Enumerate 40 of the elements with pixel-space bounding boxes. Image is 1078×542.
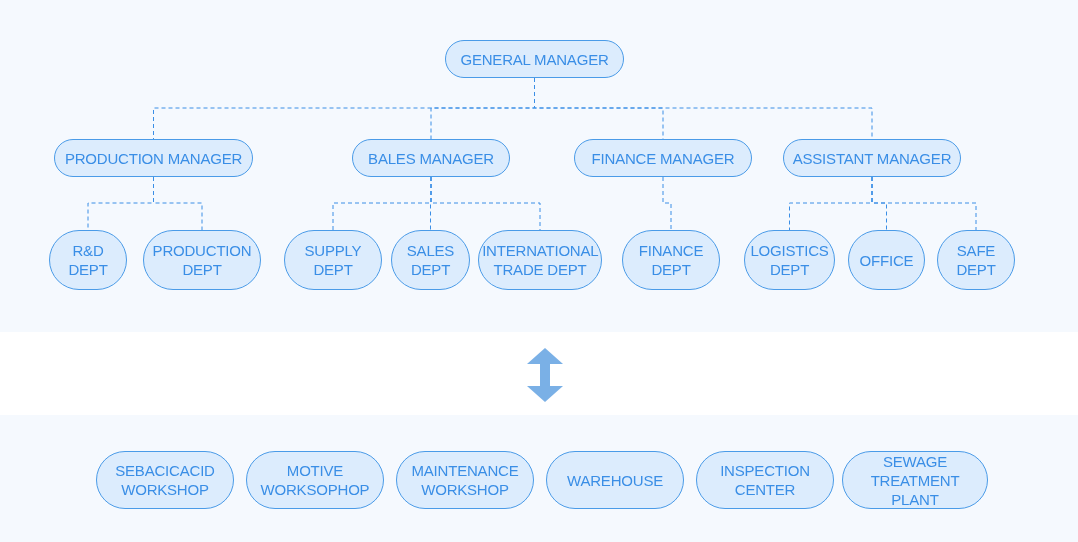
connector-line	[871, 176, 977, 231]
unit-name: BALES MANAGER	[368, 148, 494, 168]
unit-name: PRODUCTION DEPT	[151, 241, 253, 279]
org-unit-box	[284, 230, 382, 290]
unit-name: GENERAL MANAGER	[460, 49, 609, 69]
org-unit-box	[143, 230, 261, 290]
connector-line	[662, 176, 672, 231]
unit-name: R&D DEPT	[67, 241, 109, 279]
org-unit-box	[391, 230, 470, 290]
org-unit-box	[478, 230, 602, 290]
unit-name: SEBACICACID WORKSHOP	[114, 461, 216, 499]
connector-line	[430, 176, 541, 231]
unit-name: PRODUCTION MANAGER	[64, 148, 243, 168]
org-unit-box	[622, 230, 720, 290]
org-unit-box	[49, 230, 127, 290]
org-unit-box	[744, 230, 835, 290]
unit-name: SUPPLY DEPT	[303, 241, 363, 279]
unit-name: LOGISTICS DEPT	[749, 241, 830, 279]
org-unit-box	[848, 230, 925, 290]
org-unit-box	[352, 139, 510, 177]
unit-name: WAREHOUSE	[567, 470, 663, 490]
unit-name: OFFICE	[859, 250, 914, 270]
unit-name: FINANCE DEPT	[637, 241, 705, 279]
unit-name: SAFE DEPT	[955, 241, 997, 279]
org-unit-box	[783, 139, 961, 177]
unit-name: SALES DEPT	[405, 241, 456, 279]
unit-name: ASSISTANT MANAGER	[792, 148, 952, 168]
double-arrow	[527, 348, 563, 402]
org-unit-box	[54, 139, 253, 177]
unit-name: INTERNATIONAL TRADE DEPT	[482, 241, 598, 279]
org-unit-box	[937, 230, 1015, 290]
unit-name: FINANCE MANAGER	[591, 148, 735, 168]
unit-name: MOTIVE WORKSOPHOP	[259, 461, 371, 499]
org-unit-box	[574, 139, 752, 177]
unit-name: INSPECTION CENTER	[719, 461, 811, 499]
panel-background	[0, 0, 1078, 332]
panel-background	[0, 415, 1078, 542]
unit-name: SEWAGE TREATMENT PLANT	[869, 451, 961, 509]
unit-name: MAINTENANCE WORKSHOP	[410, 461, 520, 499]
org-unit-box	[445, 40, 624, 78]
